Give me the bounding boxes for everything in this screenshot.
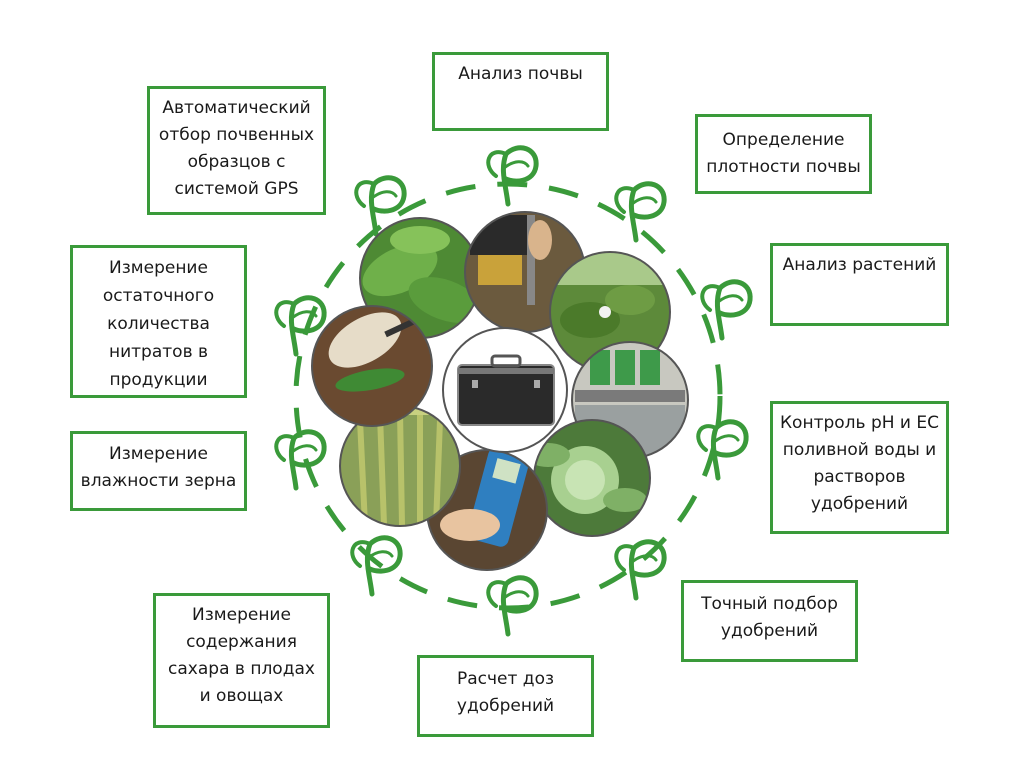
- photo-wheat: [340, 406, 460, 526]
- box-grain-moisture: Измерение влажности зерна: [70, 431, 247, 511]
- label-line: системой GPS: [174, 179, 299, 199]
- box-gps-sampling: Автоматический отбор почвенных образцов …: [147, 86, 326, 215]
- label-line: Анализ растений: [782, 255, 937, 275]
- label-line: поливной воды и: [782, 440, 937, 460]
- sprout-icon: [276, 432, 324, 488]
- label-line: и овощах: [199, 686, 284, 706]
- label-line: удобрений: [456, 696, 555, 716]
- label-line: нитратов в: [108, 342, 209, 362]
- label-line: Контроль pH и EC: [779, 413, 939, 433]
- sprout-icon: [488, 148, 536, 204]
- label-line: Точный подбор: [701, 594, 838, 614]
- box-ph-ec-control: Контроль pH и EC поливной воды и раствор…: [770, 401, 949, 534]
- box-nitrates-measurement: Измерение остаточного количества нитрато…: [70, 245, 247, 398]
- box-dose-calculation: Расчет доз удобрений: [417, 655, 594, 737]
- label-line: количества: [107, 314, 210, 334]
- box-sugar-measurement: Измерение содержания сахара в плодах и о…: [153, 593, 330, 728]
- box-soil-density: Определение плотности почвы: [695, 114, 872, 194]
- label-line: удобрений: [720, 621, 819, 641]
- label-line: Анализ почвы: [458, 64, 583, 84]
- photo-leaf-testing: [312, 306, 432, 426]
- label-line: образцов с: [187, 152, 286, 172]
- label-line: сахара в плодах: [168, 659, 315, 679]
- box-plant-analysis: Анализ растений: [770, 243, 949, 326]
- box-soil-analysis: Анализ почвы: [432, 52, 609, 131]
- label-line: растворов: [813, 467, 906, 487]
- label-line: Измерение: [109, 258, 208, 278]
- label-line: содержания: [186, 632, 297, 652]
- label-line: влажности зерна: [80, 471, 237, 491]
- label-line: Автоматический: [162, 98, 311, 118]
- label-line: Определение: [722, 130, 845, 150]
- sprout-icon: [616, 184, 664, 240]
- label-line: продукции: [109, 370, 208, 390]
- label-line: остаточного: [102, 286, 215, 306]
- sprout-icon: [352, 538, 400, 594]
- label-line: Измерение: [109, 444, 208, 464]
- photo-cabbage: [534, 420, 650, 536]
- label-line: Расчет доз: [456, 669, 555, 689]
- label-line: отбор почвенных: [158, 125, 315, 145]
- label-line: удобрений: [810, 494, 909, 514]
- equipment-case-icon: [442, 327, 568, 453]
- label-line: Измерение: [192, 605, 291, 625]
- box-fertilizer-selection: Точный подбор удобрений: [681, 580, 858, 662]
- photo-tobacco-leaves: [360, 218, 480, 338]
- label-line: плотности почвы: [706, 157, 861, 177]
